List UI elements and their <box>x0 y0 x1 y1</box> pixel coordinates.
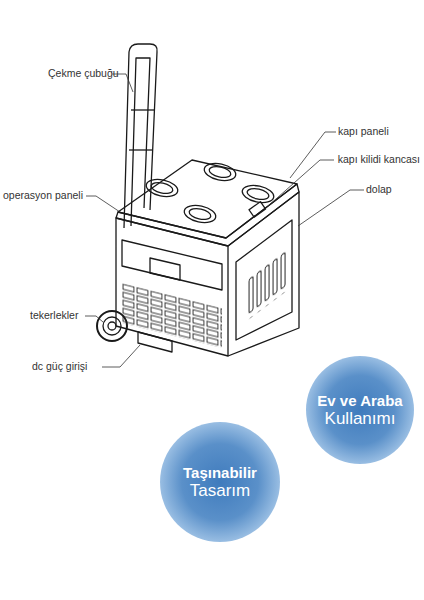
badge-circle: Ev ve ArabaKullanımı <box>306 356 414 464</box>
badge-heading: Taşınabilir <box>183 464 257 481</box>
part-label: dc güç girişi <box>32 361 87 373</box>
part-label: kapı paneli <box>338 126 389 138</box>
wheel <box>97 311 127 341</box>
front-face <box>116 218 228 356</box>
part-label: tekerlekler <box>30 310 78 322</box>
badge-circle: TaşınabilirTasarım <box>160 422 280 542</box>
badge-text: Kullanımı <box>325 409 396 429</box>
part-label: operasyon paneli <box>3 190 83 202</box>
pull-handle <box>124 44 157 228</box>
badge-heading: Ev ve Araba <box>317 392 402 409</box>
part-label: dolap <box>366 184 392 196</box>
lid-top <box>118 160 297 238</box>
side-cabinet <box>228 192 299 356</box>
part-label: kapı kilidi kancası <box>338 154 420 166</box>
part-label: Çekme çubuğu <box>48 68 119 80</box>
badge-text: Tasarım <box>190 481 250 501</box>
leader-lines <box>85 74 364 367</box>
